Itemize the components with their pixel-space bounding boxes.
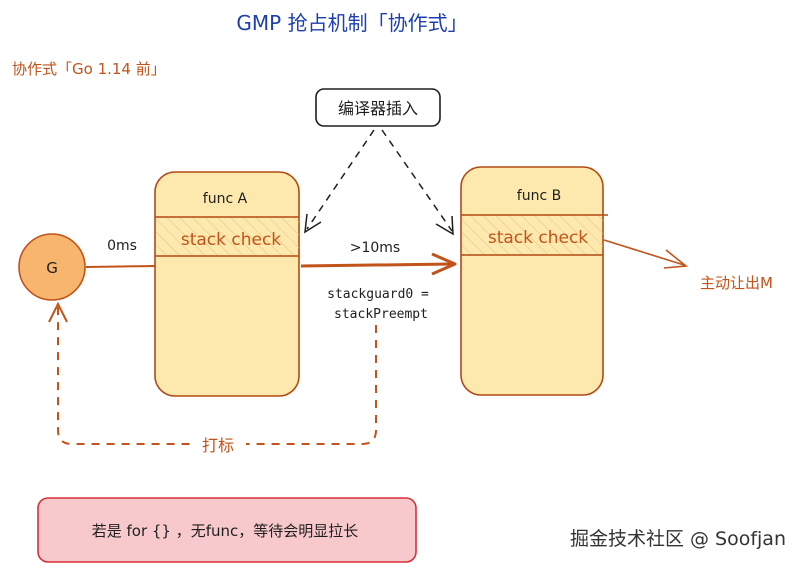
edge-g-to-func-a [85, 265, 158, 268]
goroutine-node: G [18, 233, 86, 301]
goroutine-label: G [46, 259, 58, 277]
func-a-block: func A stack check [154, 171, 300, 397]
edge-func-a-to-func-b [300, 252, 457, 276]
mark-label: 打标 [202, 436, 234, 455]
diagram-title: GMP 抢占机制「协作式」 [236, 11, 467, 35]
note-text: 若是 for {} ，无func，等待会明显拉长 [92, 522, 359, 540]
compiler-insert-node: 编译器插入 [315, 88, 441, 127]
func-b-title: func B [517, 188, 561, 204]
stackguard-line-1: stackguard0 = [327, 287, 429, 302]
func-a-stack-check: stack check [181, 230, 281, 250]
watermark: 掘金技术社区 @ Soofjan [570, 528, 786, 550]
section-label: 协作式「Go 1.14 前」 [12, 60, 166, 78]
func-b-stack-check: stack check [488, 228, 588, 248]
compiler-insert-label: 编译器插入 [338, 99, 418, 118]
func-a-title: func A [203, 191, 248, 207]
yield-arrow [603, 239, 689, 269]
compiler-arrow-to-func-a [304, 129, 375, 234]
compiler-arrow-to-func-b [381, 129, 454, 236]
note-box: 若是 for {} ，无func，等待会明显拉长 [37, 497, 417, 563]
func-b-block: func B stack check [460, 166, 608, 396]
yield-label: 主动让出M [700, 274, 773, 292]
stackguard-line-2: stackPreempt [334, 307, 428, 322]
edge-0ms-label: 0ms [107, 238, 137, 254]
edge-10ms-label: >10ms [350, 240, 400, 256]
